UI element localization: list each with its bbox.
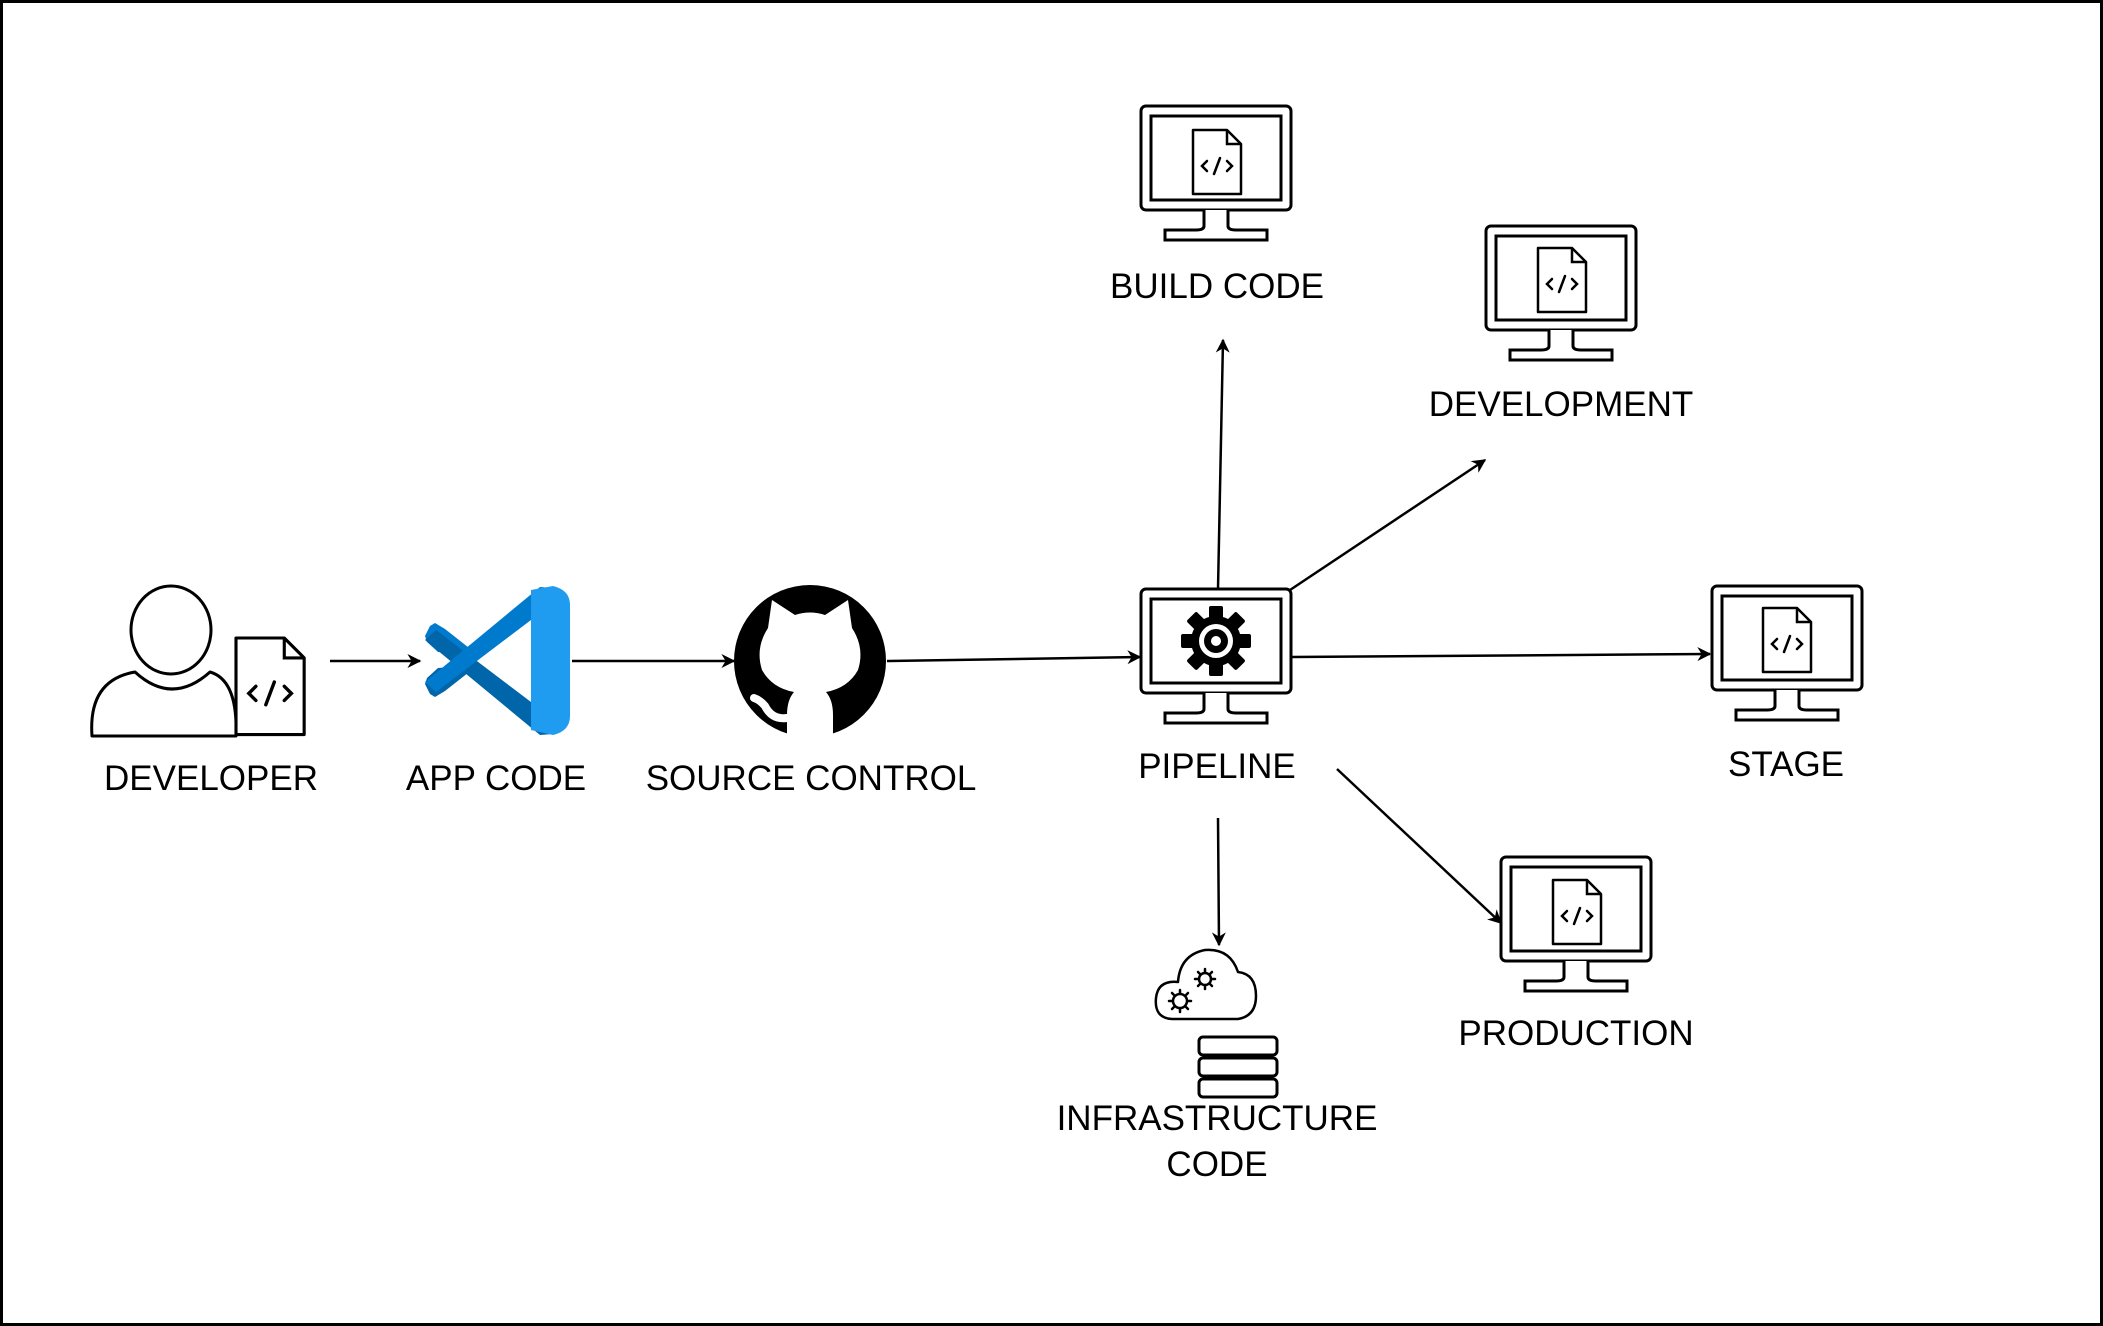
development-monitor-icon [1484, 224, 1638, 362]
production-monitor-icon [1499, 855, 1653, 993]
server-stack-icon [1197, 1035, 1279, 1099]
developer-label: DEVELOPER [104, 759, 318, 798]
pipeline-label: PIPELINE [1138, 747, 1296, 786]
infrastructure-code-icon [1154, 948, 1279, 1099]
gear-icon [1181, 606, 1251, 676]
edge-pipeline-development [1289, 458, 1487, 592]
edge-pipeline-stage [1291, 647, 1712, 662]
build-code-monitor-icon [1139, 104, 1293, 242]
stage-label: STAGE [1727, 745, 1845, 784]
app-code-label: APP CODE [405, 759, 587, 798]
vscode-icon [425, 586, 570, 735]
infrastructure-code-label-line2: CODE [1166, 1145, 1268, 1184]
small-gear-icon [1167, 988, 1193, 1014]
development-label: DEVELOPMENT [1428, 385, 1694, 424]
edge-pipeline-infrastructure-code [1211, 817, 1226, 947]
small-gear-icon [1193, 967, 1217, 991]
edges [330, 338, 1712, 947]
production-label: PRODUCTION [1458, 1014, 1694, 1053]
stage-monitor-icon [1710, 584, 1864, 722]
build-code-label: BUILD CODE [1110, 267, 1324, 306]
source-control-label: SOURCE CONTROL [645, 759, 977, 798]
github-icon [734, 585, 886, 737]
edge-pipeline-production [1336, 768, 1503, 924]
edge-pipeline-build-code [1215, 338, 1230, 590]
infrastructure-code-label: INFRASTRUCTURE CODE [1057, 1097, 1378, 1187]
infrastructure-code-label-line1: INFRASTRUCTURE [1056, 1099, 1378, 1138]
edge-source-control-pipeline [886, 650, 1142, 665]
pipeline-monitor-icon [1139, 587, 1293, 725]
developer-icon [90, 584, 306, 738]
